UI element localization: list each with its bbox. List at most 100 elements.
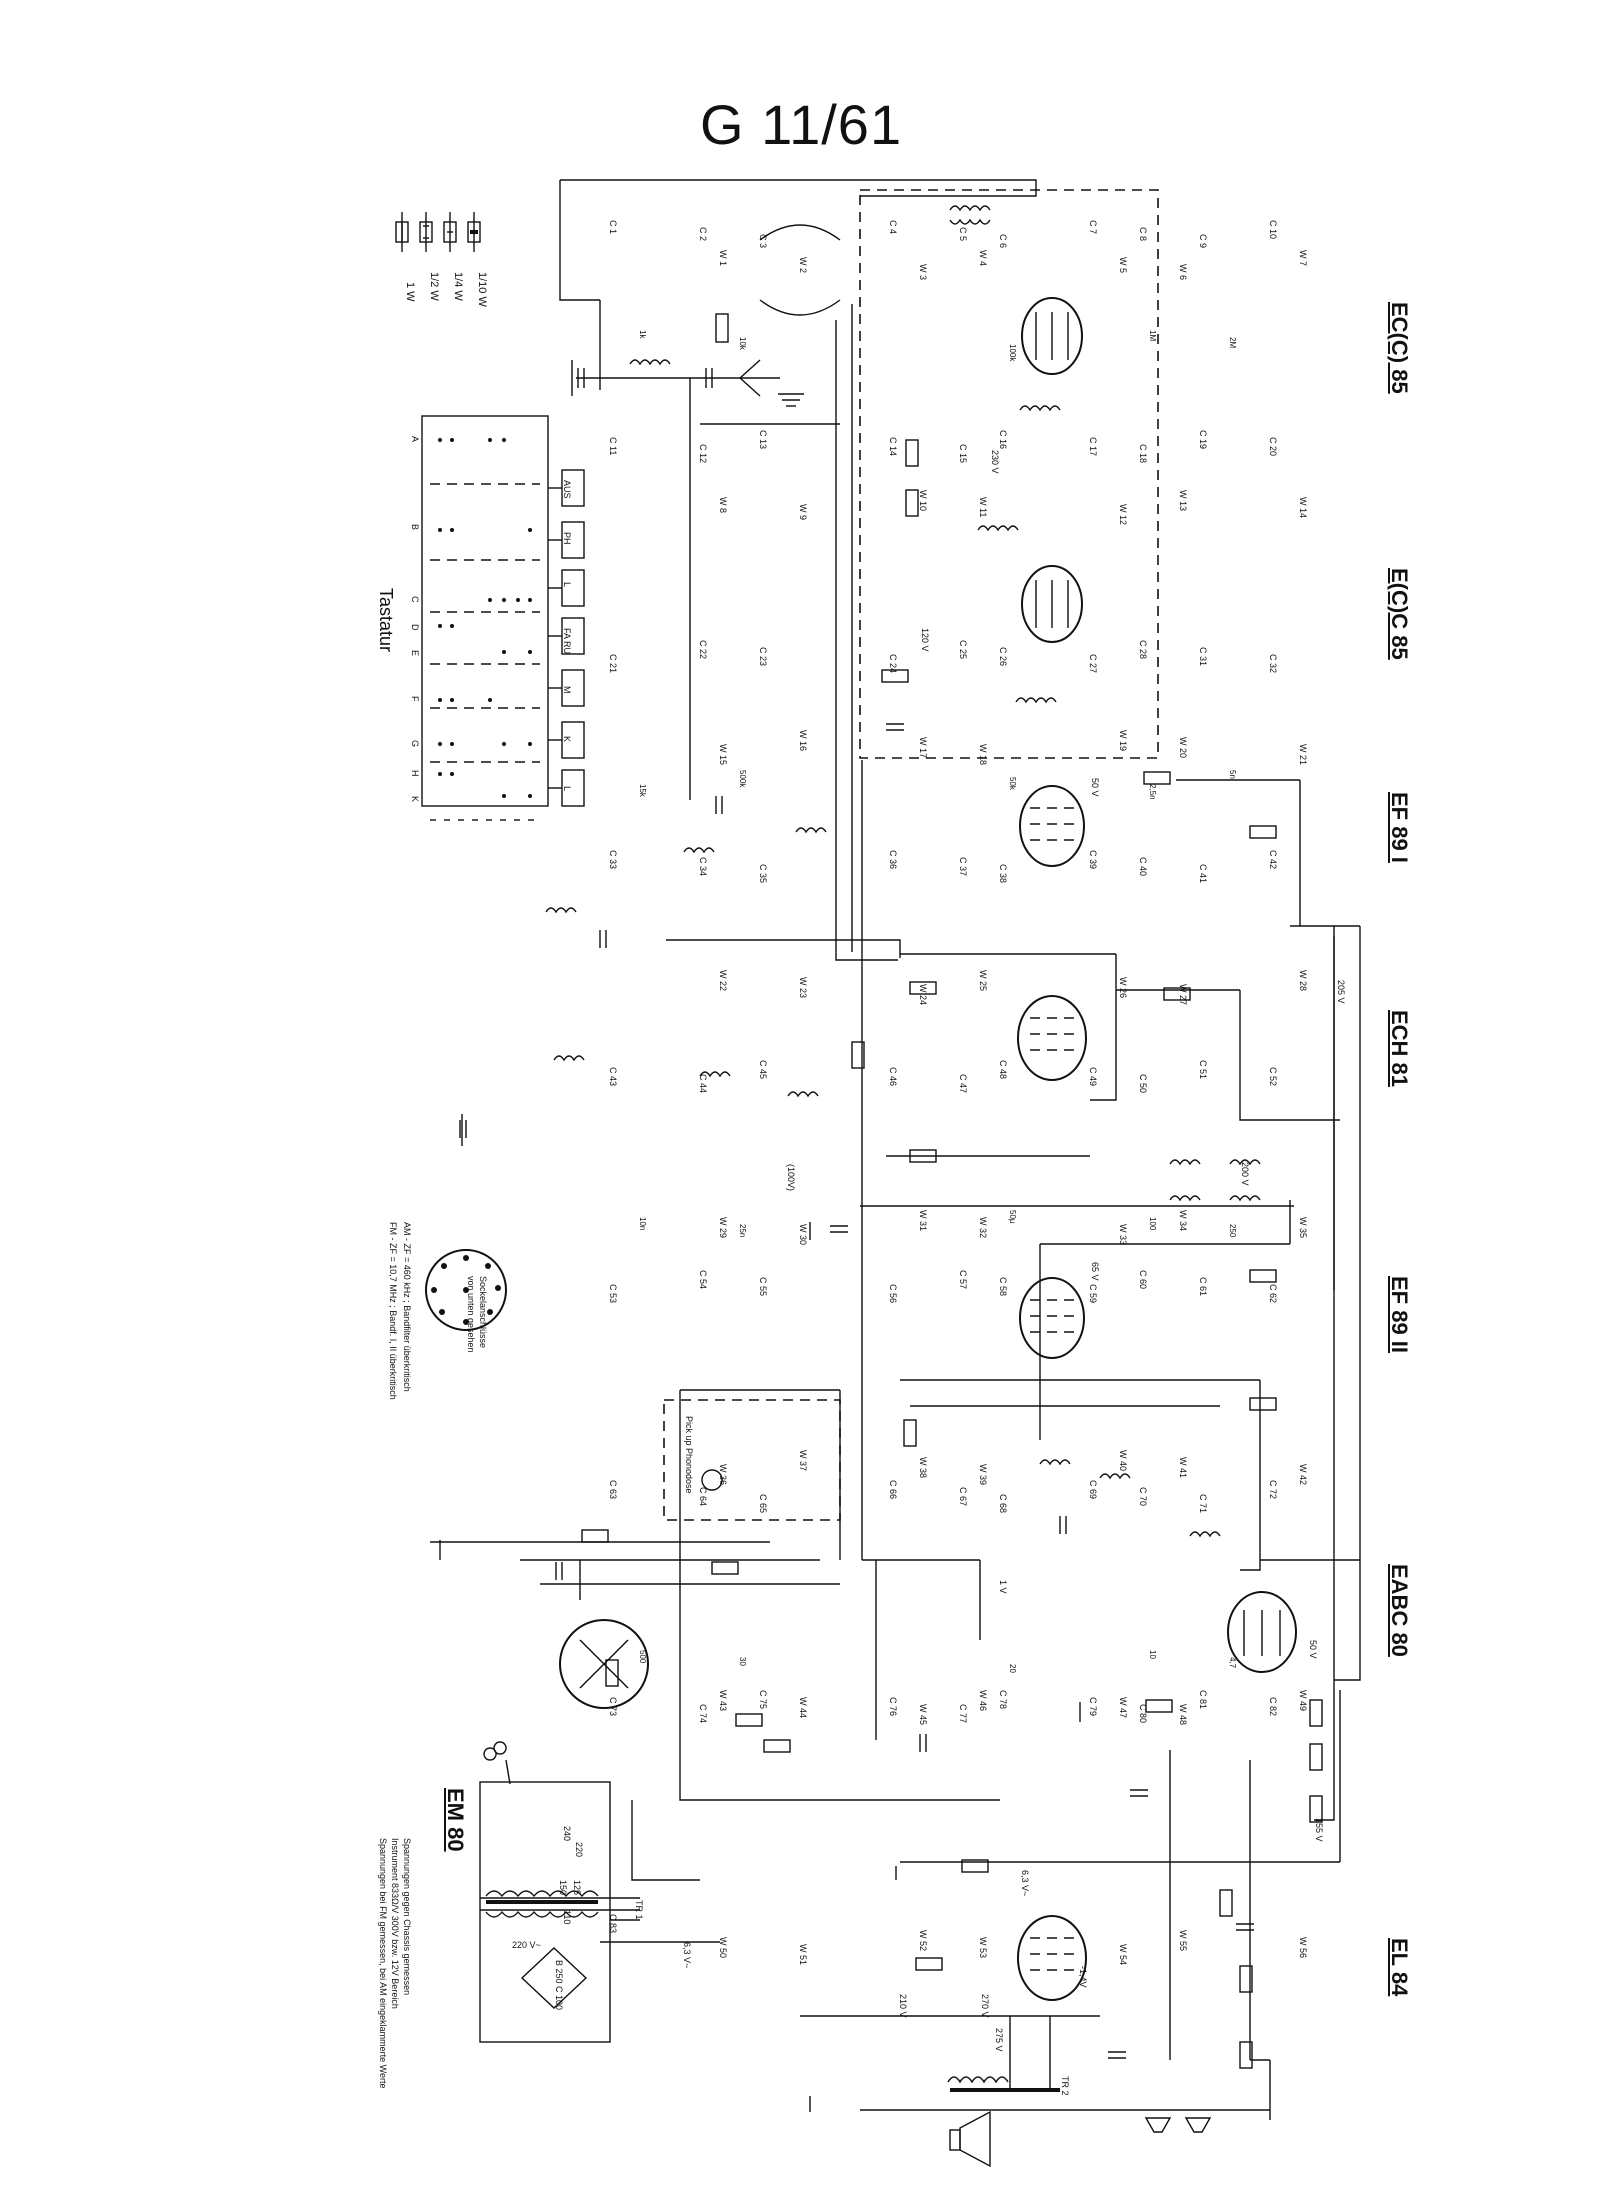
- pickup-box: [663, 1399, 841, 1521]
- value-label-4: 2M: [1228, 337, 1237, 348]
- capacitor-label-44: C 47: [958, 1074, 968, 1093]
- value-label-1: 10k: [738, 337, 747, 351]
- resistor-label-6: W 7: [1298, 250, 1308, 266]
- tweeter-icon-1: [1144, 2117, 1172, 2133]
- capacitor-label-76: C 79: [1088, 1697, 1098, 1716]
- resistor-label-9: W 10: [918, 490, 928, 511]
- capacitor-label-38: C 41: [1198, 864, 1208, 883]
- capacitor-label-53: C 56: [888, 1284, 898, 1303]
- capacitor-label-50: C 53: [608, 1284, 618, 1303]
- value-label-14: 250: [1228, 1224, 1237, 1238]
- secondary-voltage-label: 220 V~: [512, 1940, 541, 1950]
- value-label-0: 1k: [638, 330, 647, 339]
- pickup-cartridge-icon: [701, 1469, 723, 1491]
- resistor-label-24: W 25: [978, 970, 988, 991]
- capacitor-label-49: C 52: [1268, 1067, 1278, 1086]
- capacitor-label-17: C 18: [1138, 444, 1148, 463]
- capacitor-label-18: C 19: [1198, 430, 1208, 449]
- value-label-3: 1M: [1148, 330, 1157, 341]
- resistor-label-22: W 23: [798, 977, 808, 998]
- capacitor-label-11: C 12: [698, 444, 708, 463]
- capacitor-label-3: C 4: [888, 220, 898, 234]
- capacitor-label-10: C 11: [608, 437, 618, 455]
- capacitor-label-13: C 14: [888, 437, 898, 456]
- capacitor-label-5: C 6: [998, 234, 1008, 248]
- resistor-label-45: W 46: [978, 1690, 988, 1711]
- capacitor-label-75: C 78: [998, 1690, 1008, 1709]
- capacitor-label-71: C 74: [698, 1704, 708, 1723]
- value-label-15: 500: [638, 1650, 647, 1664]
- resistor-label-42: W 43: [718, 1690, 728, 1711]
- resistor-label-47: W 48: [1178, 1704, 1188, 1725]
- resistor-label-54: W 55: [1178, 1930, 1188, 1951]
- resistor-label-7: W 8: [718, 497, 728, 513]
- resistor-label-33: W 34: [1178, 1210, 1188, 1231]
- page-title: G 11/61: [700, 93, 903, 156]
- resistor-label-29: W 30: [798, 1224, 808, 1245]
- resistor-label-31: W 32: [978, 1217, 988, 1238]
- capacitor-label-78: C 81: [1198, 1690, 1208, 1709]
- resistor-label-41: W 42: [1298, 1464, 1308, 1485]
- capacitor-label-65: C 68: [998, 1494, 1008, 1513]
- tube-eabc80: [1227, 1591, 1297, 1673]
- resistor-label-21: W 22: [718, 970, 728, 991]
- resistor-label-35: W 36: [718, 1464, 728, 1485]
- capacitor-label-26: C 27: [1088, 654, 1098, 673]
- resistor-label-51: W 52: [918, 1930, 928, 1951]
- capacitor-label-22: C 23: [758, 647, 768, 666]
- resistor-label-50: W 51: [798, 1944, 808, 1965]
- value-label-13: 100: [1148, 1217, 1157, 1231]
- capacitor-label-79: C 82: [1268, 1697, 1278, 1716]
- capacitor-label-55: C 58: [998, 1277, 1008, 1296]
- mains-plug-icon: [483, 1741, 511, 1785]
- capacitor-label-7: C 8: [1138, 227, 1148, 241]
- capacitor-label-15: C 16: [998, 430, 1008, 449]
- resistor-label-27: W 28: [1298, 970, 1308, 991]
- capacitor-label-29: C 32: [1268, 654, 1278, 673]
- capacitor-label-2: C 3: [758, 234, 768, 248]
- value-label-5: 15k: [638, 784, 647, 798]
- resistor-label-18: W 19: [1118, 730, 1128, 751]
- capacitor-label-54: C 57: [958, 1270, 968, 1289]
- resistor-label-10: W 11: [978, 497, 988, 517]
- resistor-label-34: W 35: [1298, 1217, 1308, 1238]
- tweeter-icon-2: [1184, 2117, 1212, 2133]
- capacitor-label-62: C 65: [758, 1494, 768, 1513]
- value-label-2: 100k: [1008, 344, 1017, 362]
- tuner-box: [859, 189, 1159, 759]
- capacitor-label-72: C 75: [758, 1690, 768, 1709]
- capacitor-label-67: C 70: [1138, 1487, 1148, 1506]
- capacitor-label-48: C 51: [1198, 1060, 1208, 1079]
- resistor-label-44: W 45: [918, 1704, 928, 1725]
- resistor-label-37: W 38: [918, 1457, 928, 1478]
- resistor-label-2: W 3: [918, 264, 928, 280]
- capacitor-label-34: C 37: [958, 857, 968, 876]
- value-label-16: 30: [738, 1657, 747, 1666]
- capacitor-label-24: C 25: [958, 640, 968, 659]
- resistor-label-5: W 6: [1178, 264, 1188, 280]
- capacitor-label-51: C 54: [698, 1270, 708, 1289]
- capacitor-label-52: C 55: [758, 1277, 768, 1296]
- capacitor-label-23: C 24: [888, 654, 898, 673]
- capacitor-label-4: C 5: [958, 227, 968, 241]
- capacitor-label-8: C 9: [1198, 234, 1208, 248]
- value-label-18: 10: [1148, 1650, 1157, 1659]
- capacitor-label-40: C 43: [608, 1067, 618, 1086]
- capacitor-label-68: C 71: [1198, 1494, 1208, 1513]
- capacitor-label-45: C 48: [998, 1060, 1008, 1079]
- resistor-label-40: W 41: [1178, 1457, 1188, 1478]
- resistor-label-28: W 29: [718, 1217, 728, 1238]
- capacitor-label-19: C 20: [1268, 437, 1278, 456]
- resistor-label-16: W 17: [918, 737, 928, 758]
- capacitor-label-27: C 28: [1138, 640, 1148, 659]
- tube-ecc85-1: [1021, 297, 1083, 375]
- capacitor-label-64: C 67: [958, 1487, 968, 1506]
- capacitor-label-46: C 49: [1088, 1067, 1098, 1086]
- capacitor-label-32: C 35: [758, 864, 768, 883]
- dipole-antenna-icon: [759, 224, 841, 316]
- ground-symbols: [439, 360, 1081, 2112]
- resistor-label-4: W 5: [1118, 257, 1128, 273]
- resistor-label-30: W 31: [918, 1210, 928, 1231]
